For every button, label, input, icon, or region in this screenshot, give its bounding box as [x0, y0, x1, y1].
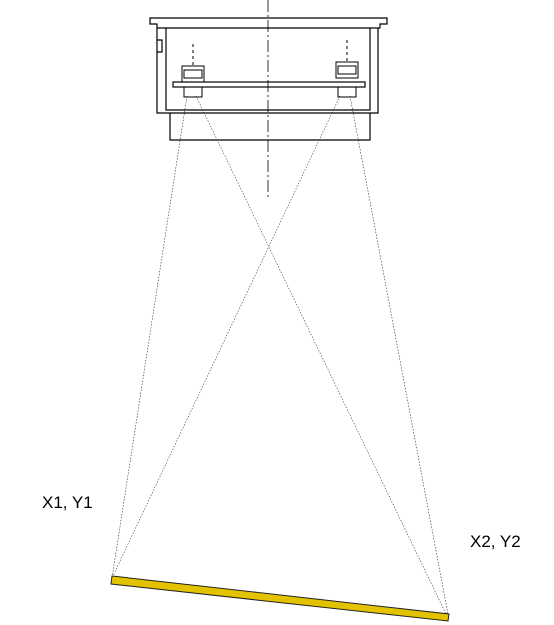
point-label-x2-y2: X2, Y2: [470, 532, 521, 551]
sensor-housing-icon: [149, 17, 388, 141]
beam-lines: [111, 95, 449, 615]
point-label-x1-y1: X1, Y1: [42, 493, 93, 512]
right-sensor-icon: [335, 40, 359, 98]
left-sensor-icon: [181, 44, 205, 98]
target-bar: [110, 575, 450, 622]
